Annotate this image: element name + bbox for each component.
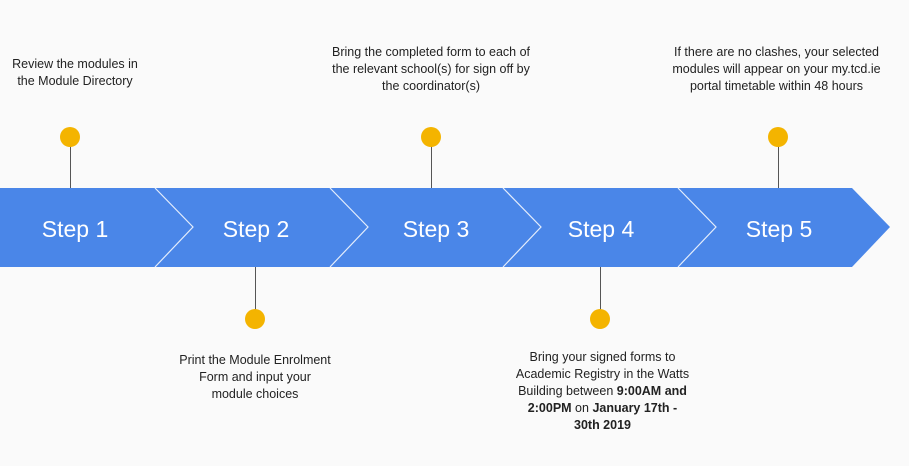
step-4-note-line: 2:00PM on January 17th - <box>500 400 705 417</box>
step-3-stem <box>431 146 432 188</box>
step-2-marker-dot <box>245 309 265 329</box>
step-4-note-line: Building between 9:00AM and <box>500 383 705 400</box>
step-2-note-line: module choices <box>211 387 299 401</box>
step-1-note-line: the Module Directory <box>17 74 133 88</box>
step-3-marker-dot <box>421 127 441 147</box>
chevron-separator-3 <box>502 187 542 268</box>
step-5-marker-dot <box>768 127 788 147</box>
step-5-note-line: If there are no clashes, your selected <box>674 45 879 59</box>
step-3-note-line: the coordinator(s) <box>382 79 480 93</box>
step-4-time-end: 2:00PM <box>527 401 572 415</box>
step-1-note: Review the modules in the Module Directo… <box>0 56 150 90</box>
arrow-band-shape <box>0 188 890 267</box>
step-4-stem <box>600 267 601 310</box>
step-1-marker-dot <box>60 127 80 147</box>
step-4-note-text: Building between <box>518 384 617 398</box>
step-3-label: Step 3 <box>402 216 470 242</box>
step-4-note: Bring your signed forms to Academic Regi… <box>500 349 705 434</box>
step-3-note-line: Bring the completed form to each of <box>331 45 531 59</box>
step-2-label: Step 2 <box>222 216 290 242</box>
chevron-separator-1 <box>154 187 194 268</box>
chevron-separator-2 <box>329 187 369 268</box>
step-1-label: Step 1 <box>41 216 109 242</box>
step-3-note: Bring the completed form to each of the … <box>296 44 566 95</box>
step-2-note-line: Print the Module Enrolment <box>179 353 331 367</box>
step-4-note-line: 30th 2019 <box>500 417 705 434</box>
step-4-time-start: 9:00AM and <box>616 384 687 398</box>
step-1-stem <box>70 146 71 188</box>
step-2-note-line: Form and input your <box>199 370 311 384</box>
step-2-stem <box>255 267 256 310</box>
step-1-note-line: Review the modules in <box>12 57 138 71</box>
step-5-note: If there are no clashes, your selected m… <box>649 44 904 95</box>
chevron-separator-4 <box>677 187 717 268</box>
step-4-label: Step 4 <box>567 216 635 242</box>
step-4-note-line: Academic Registry in the Watts <box>515 367 690 381</box>
step-4-date-end: 30th 2019 <box>574 418 631 432</box>
step-2-note: Print the Module Enrolment Form and inpu… <box>160 352 350 403</box>
step-4-note-line: Bring your signed forms to <box>529 350 676 364</box>
step-5-note-line: modules will appear on your my.tcd.ie <box>672 62 881 76</box>
step-5-stem <box>778 146 779 188</box>
step-3-note-line: the relevant school(s) for sign off by <box>332 62 530 76</box>
step-4-date-start: January 17th - <box>592 401 678 415</box>
step-5-note-line: portal timetable within 48 hours <box>689 79 863 93</box>
step-4-marker-dot <box>590 309 610 329</box>
step-5-label: Step 5 <box>745 216 813 242</box>
step-4-note-text: on <box>571 401 593 415</box>
